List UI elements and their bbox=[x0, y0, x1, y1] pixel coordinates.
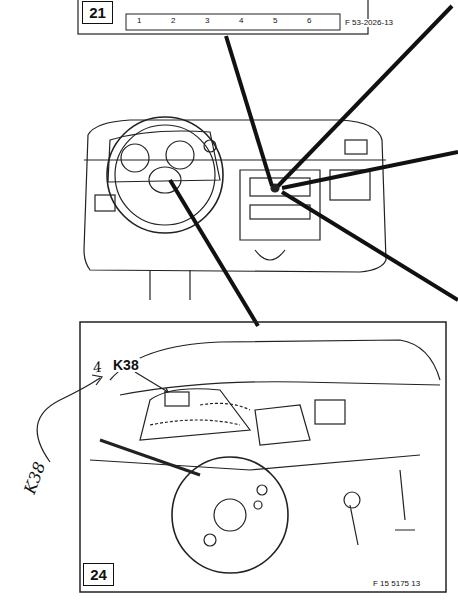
switch-number: 1 bbox=[136, 17, 142, 25]
figure-code: F 15 5175 13 bbox=[372, 580, 421, 588]
bolt bbox=[254, 501, 262, 509]
steering-wheel bbox=[172, 457, 288, 573]
handwritten-note: K38 bbox=[22, 459, 49, 497]
climate-control bbox=[250, 205, 310, 219]
dash-line bbox=[84, 159, 386, 160]
figure-number-text: 24 bbox=[86, 565, 111, 584]
connector bbox=[315, 400, 345, 424]
handwritten-arrowhead bbox=[92, 375, 102, 385]
switch-strip bbox=[126, 14, 340, 30]
dash-edge bbox=[120, 382, 440, 395]
steering-column bbox=[100, 440, 200, 475]
bracket bbox=[255, 405, 310, 445]
callout-label: K38 bbox=[112, 358, 140, 372]
handwritten-number: 4 bbox=[91, 359, 104, 375]
figure-number-text: 21 bbox=[85, 3, 110, 22]
callout-leader bbox=[135, 372, 168, 392]
relay-k38 bbox=[165, 392, 189, 406]
centre-console bbox=[240, 170, 320, 240]
handwritten-arrow bbox=[37, 378, 100, 462]
figure-code: F 53-2026-13 bbox=[344, 19, 394, 27]
switch-number: 5 bbox=[272, 17, 278, 25]
steering-wheel bbox=[107, 117, 223, 233]
ignition-key bbox=[344, 492, 360, 545]
gauge bbox=[166, 141, 194, 169]
dash-top bbox=[110, 340, 440, 380]
steering-wheel-inner bbox=[115, 125, 215, 225]
instrument-cluster bbox=[108, 131, 220, 182]
wiring-harness bbox=[150, 403, 250, 425]
detail-frame bbox=[80, 322, 446, 592]
vent bbox=[95, 195, 115, 211]
bolt bbox=[204, 534, 216, 546]
cluster-opening bbox=[140, 389, 250, 440]
switch-number: 6 bbox=[306, 17, 312, 25]
figure-number: 21 bbox=[82, 1, 113, 24]
vent bbox=[345, 140, 367, 154]
dashboard-outline bbox=[84, 120, 386, 272]
switch-number: 3 bbox=[204, 17, 210, 25]
bolt bbox=[257, 485, 267, 495]
radio bbox=[250, 178, 310, 196]
figure-number: 24 bbox=[83, 563, 114, 586]
leader-line bbox=[282, 152, 458, 188]
arrowhead bbox=[164, 388, 168, 392]
steering-hub bbox=[214, 499, 246, 531]
switch-number: 4 bbox=[238, 17, 244, 25]
switch-number: 2 bbox=[170, 17, 176, 25]
gauge bbox=[121, 144, 149, 172]
detail-frame bbox=[78, 0, 368, 34]
leader-line bbox=[170, 180, 258, 326]
pedal bbox=[395, 470, 415, 530]
leader-line bbox=[226, 36, 272, 186]
leader-line bbox=[282, 192, 458, 300]
